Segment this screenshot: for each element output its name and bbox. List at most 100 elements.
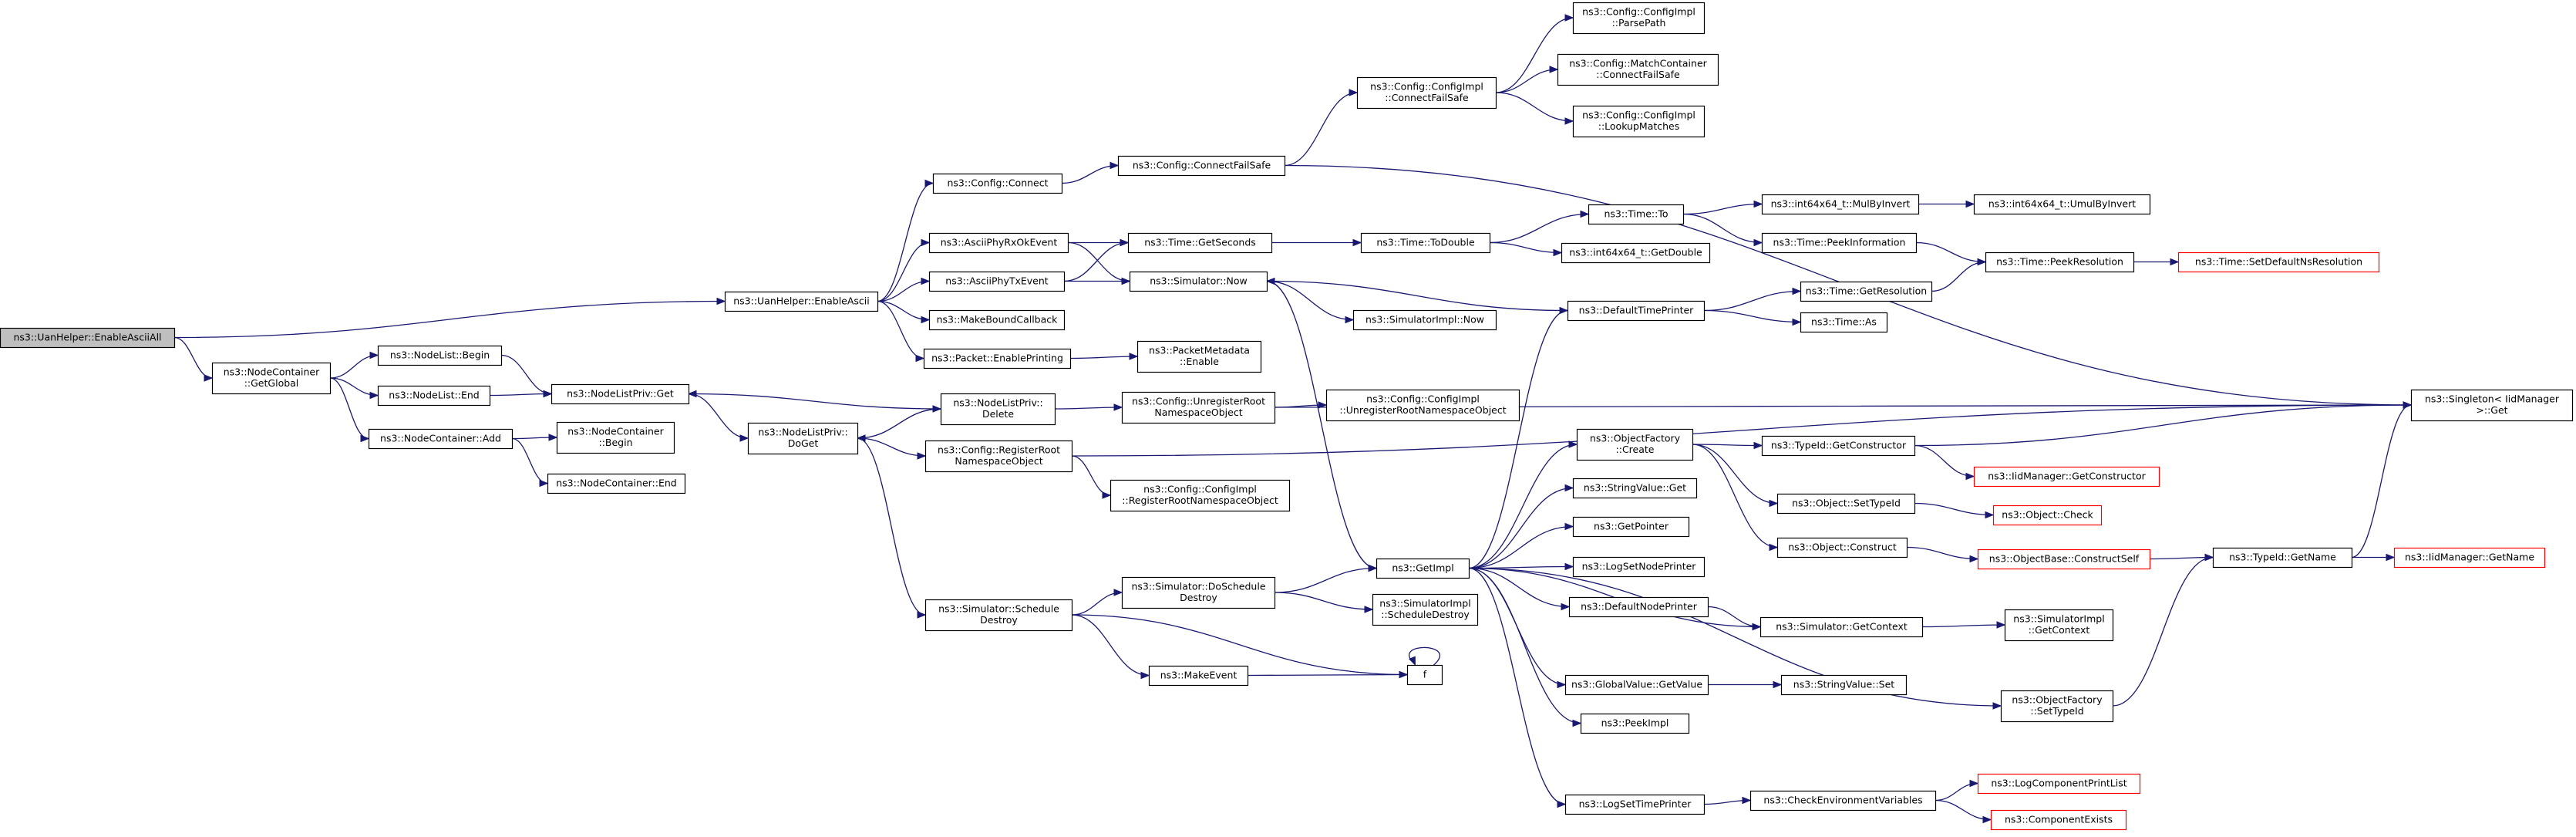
node-box[interactable] — [1136, 340, 1262, 373]
node-ns3-time-getseconds[interactable]: ns3::Time::GetSeconds — [1127, 232, 1273, 254]
node-box[interactable] — [1761, 435, 1916, 457]
node-box[interactable] — [1580, 713, 1690, 734]
node-ns3-asciiphytxevent[interactable]: ns3::AsciiPhyTxEvent — [928, 271, 1066, 292]
node-ns3-typeid-getconstructor[interactable]: ns3::TypeId::GetConstructor — [1761, 435, 1916, 457]
node-box[interactable] — [1567, 300, 1706, 322]
node-box[interactable] — [2000, 690, 2114, 723]
node-box[interactable] — [1973, 194, 2151, 215]
node-ns3-time-todouble[interactable]: ns3::Time::ToDouble — [1360, 232, 1491, 254]
node-box[interactable] — [1800, 281, 1933, 302]
node-box[interactable] — [1121, 576, 1276, 609]
node-box[interactable] — [928, 271, 1066, 292]
node-box[interactable] — [747, 422, 859, 455]
node-ns3-time-peekresolution[interactable]: ns3::Time::PeekResolution — [1985, 251, 2135, 273]
node-box[interactable] — [1110, 479, 1291, 512]
node-ns3-config-configimpl-connectfailsafe[interactable]: ns3::Config::ConfigImpl::ConnectFailSafe — [1356, 76, 1497, 110]
node-box[interactable] — [1990, 809, 2127, 831]
node-box[interactable] — [1588, 204, 1685, 225]
node-ns3-stringvalue-set[interactable]: ns3::StringValue::Set — [1780, 674, 1908, 696]
node-box[interactable] — [932, 173, 1063, 194]
node-ns3-config-configimpl-registerrootnamespaceobject[interactable]: ns3::Config::ConfigImpl::RegisterRootNam… — [1110, 479, 1291, 512]
node-ns3-logsetnodeprinter[interactable]: ns3::LogSetNodePrinter — [1572, 556, 1706, 578]
node-box[interactable] — [1121, 391, 1276, 424]
node-ns3-nodelist-end[interactable]: ns3::NodeList::End — [377, 385, 491, 407]
node-box[interactable] — [1780, 674, 1908, 696]
node-box[interactable] — [1406, 664, 1443, 686]
node-ns3-makeboundcallback[interactable]: ns3::MakeBoundCallback — [928, 309, 1066, 331]
node-ns3-config-matchcontainer-connectfailsafe[interactable]: ns3::Config::MatchContainer::ConnectFail… — [1557, 53, 1719, 86]
node-box[interactable] — [2004, 609, 2114, 642]
node-ns3-globalvalue-getvalue[interactable]: ns3::GlobalValue::GetValue — [1564, 674, 1709, 696]
node-ns3-stringvalue-get[interactable]: ns3::StringValue::Get — [1572, 478, 1698, 499]
node-box[interactable] — [923, 348, 1072, 370]
node-ns3-config-unregisterroot-namespaceobject[interactable]: ns3::Config::UnregisterRootNamespaceObje… — [1121, 391, 1276, 424]
node-box[interactable] — [0, 327, 176, 349]
node-ns3-simulator-now[interactable]: ns3::Simulator::Now — [1129, 271, 1268, 292]
node-ns3-time-getresolution[interactable]: ns3::Time::GetResolution — [1800, 281, 1933, 302]
node-ns3-typeid-getname[interactable]: ns3::TypeId::GetName — [2212, 547, 2353, 569]
node-ns3-simulator-schedule-destroy[interactable]: ns3::Simulator::ScheduleDestroy — [924, 599, 1073, 632]
node-box[interactable] — [2212, 547, 2353, 569]
node-box[interactable] — [1568, 596, 1709, 618]
node-box[interactable] — [2177, 251, 2380, 273]
node-ns3-object-settypeid[interactable]: ns3::Object::SetTypeId — [1776, 493, 1916, 515]
node-ns3-nodelistpriv-doget[interactable]: ns3::NodeListPriv::DoGet — [747, 422, 859, 455]
node-box[interactable] — [1572, 2, 1706, 35]
node-ns3-iidmanager-getname[interactable]: ns3::IidManager::GetName — [2393, 547, 2546, 569]
node-box[interactable] — [1977, 548, 2151, 570]
node-ns3-iidmanager-getconstructor[interactable]: ns3::IidManager::GetConstructor — [1973, 466, 2160, 488]
node-box[interactable] — [924, 599, 1073, 632]
node-box[interactable] — [1561, 242, 1711, 264]
node-box[interactable] — [928, 232, 1069, 254]
node-ns3-nodelistpriv-get[interactable]: ns3::NodeListPriv::Get — [551, 383, 690, 405]
node-box[interactable] — [1376, 558, 1470, 579]
node-ns3-logsettimeprinter[interactable]: ns3::LogSetTimePrinter — [1564, 794, 1706, 815]
node-box[interactable] — [1992, 505, 2103, 526]
node-ns3-uanhelper-enableasciiall[interactable]: ns3::UanHelper::EnableAsciiAll — [0, 327, 176, 349]
node-ns3-nodelistpriv-delete[interactable]: ns3::NodeListPriv::Delete — [940, 393, 1056, 426]
node-ns3-int64x64-t-mulbyinvert[interactable]: ns3::int64x64_t::MulByInvert — [1761, 194, 1920, 215]
node-box[interactable] — [211, 362, 332, 395]
node-ns3-objectfactory-create[interactable]: ns3::ObjectFactory::Create — [1576, 428, 1694, 461]
node-ns3-int64x64-t-umulbyinvert[interactable]: ns3::int64x64_t::UmulByInvert — [1973, 194, 2151, 215]
node-box[interactable] — [1749, 790, 1937, 812]
node-box[interactable] — [377, 345, 503, 366]
node-box[interactable] — [377, 385, 491, 407]
node-box[interactable] — [1360, 232, 1491, 254]
node-box[interactable] — [1572, 105, 1706, 138]
node-ns3-config-connect[interactable]: ns3::Config::Connect — [932, 173, 1063, 194]
node-ns3-config-configimpl-unregisterrootnamespaceobject[interactable]: ns3::Config::ConfigImpl::UnregisterRootN… — [1325, 389, 1520, 422]
node-box[interactable] — [1372, 593, 1479, 626]
node-ns3-object-check[interactable]: ns3::Object::Check — [1992, 505, 2103, 526]
node-box[interactable] — [1564, 794, 1706, 815]
node-box[interactable] — [1761, 194, 1920, 215]
node-ns3-singleton-iidmanager-get[interactable]: ns3::Singleton< IidManager >::Get — [2410, 389, 2574, 422]
node-box[interactable] — [1800, 312, 1888, 333]
node-ns3-checkenvironmentvariables[interactable]: ns3::CheckEnvironmentVariables — [1749, 790, 1937, 812]
node-box[interactable] — [1761, 232, 1918, 254]
node-ns3-int64x64-t-getdouble[interactable]: ns3::int64x64_t::GetDouble — [1561, 242, 1711, 264]
node-box[interactable] — [1564, 674, 1709, 696]
node-ns3-time-to[interactable]: ns3::Time::To — [1588, 204, 1685, 225]
node-ns3-simulatorimpl-scheduledestroy[interactable]: ns3::SimulatorImpl::ScheduleDestroy — [1372, 593, 1479, 626]
node-ns3-config-connectfailsafe[interactable]: ns3::Config::ConnectFailSafe — [1117, 155, 1286, 177]
node-ns3-time-setdefaultnsresolution[interactable]: ns3::Time::SetDefaultNsResolution — [2177, 251, 2380, 273]
node-ns3-config-configimpl-parsepath[interactable]: ns3::Config::ConfigImpl::ParsePath — [1572, 2, 1706, 35]
node-ns3-asciiphyrxokevent[interactable]: ns3::AsciiPhyRxOkEvent — [928, 232, 1069, 254]
node-ns3-defaultnodeprinter[interactable]: ns3::DefaultNodePrinter — [1568, 596, 1709, 618]
node-ns3-peekimpl[interactable]: ns3::PeekImpl — [1580, 713, 1690, 734]
node-box[interactable] — [1977, 773, 2141, 795]
node-ns3-objectfactory-settypeid[interactable]: ns3::ObjectFactory::SetTypeId — [2000, 690, 2114, 723]
node-box[interactable] — [1148, 665, 1249, 687]
node-box[interactable] — [2393, 547, 2546, 569]
node-box[interactable] — [1352, 309, 1497, 331]
node-ns3-config-configimpl-lookupmatches[interactable]: ns3::Config::ConfigImpl::LookupMatches — [1572, 105, 1706, 138]
node-ns3-packet-enableprinting[interactable]: ns3::Packet::EnablePrinting — [923, 348, 1072, 370]
node-box[interactable] — [1776, 537, 1908, 559]
node-ns3-logcomponentprintlist[interactable]: ns3::LogComponentPrintList — [1977, 773, 2141, 795]
node-box[interactable] — [1572, 516, 1690, 538]
node-ns3-nodecontainer-begin[interactable]: ns3::NodeContainer::Begin — [556, 421, 675, 454]
node-ns3-object-construct[interactable]: ns3::Object::Construct — [1776, 537, 1908, 559]
node-ns3-uanhelper-enableascii[interactable]: ns3::UanHelper::EnableAscii — [724, 291, 879, 312]
